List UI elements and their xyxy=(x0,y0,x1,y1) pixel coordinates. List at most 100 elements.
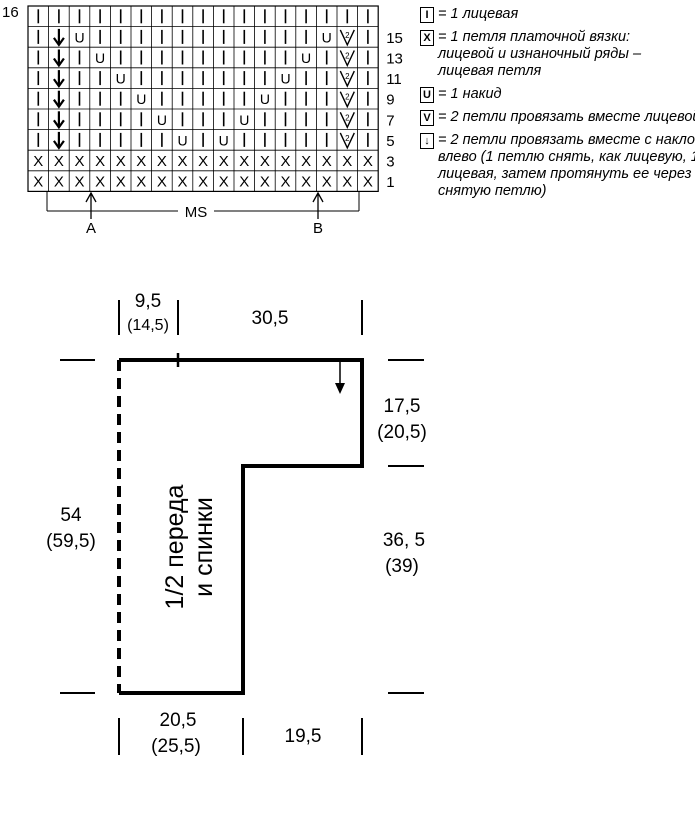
yarn-over-symbol: U xyxy=(95,50,105,66)
yarn-over-symbol: U xyxy=(136,91,146,107)
dim-body-height: 36, 5 xyxy=(383,530,425,551)
dim-body-height-alt: (39) xyxy=(385,556,419,577)
marker-a-label: A xyxy=(86,220,96,237)
yarn-over-symbol: U xyxy=(74,29,84,45)
dim-total-height-alt: (59,5) xyxy=(46,531,96,552)
garter-stitch-symbol: X xyxy=(280,153,290,170)
garter-stitch-symbol: X xyxy=(342,174,352,191)
garter-stitch-symbol: X xyxy=(280,174,290,191)
row-number-label: 3 xyxy=(386,154,394,171)
ssk-arrow-symbol xyxy=(53,90,65,109)
knit-direction-arrow-head xyxy=(335,383,345,394)
garter-stitch-symbol: X xyxy=(33,174,43,191)
k2tog-symbol: 2 xyxy=(339,132,355,150)
row-number-label: 11 xyxy=(386,71,402,88)
yarn-over-symbol: U xyxy=(260,91,270,107)
garter-stitch-symbol: X xyxy=(363,153,373,170)
legend-item: V= 2 петли провязать вместе лицевой xyxy=(420,109,695,126)
row-number-label: 1 xyxy=(386,174,394,191)
yarn-over-symbol: U xyxy=(177,132,187,148)
legend-text: = 1 накид xyxy=(438,86,502,102)
garter-stitch-symbol: X xyxy=(198,153,208,170)
garter-stitch-symbol: X xyxy=(260,174,270,191)
ssk-arrow-symbol xyxy=(53,111,65,130)
k2tog-symbol: 2 xyxy=(339,70,355,88)
garter-stitch-symbol: X xyxy=(54,153,64,170)
garter-stitch-symbol: X xyxy=(74,174,84,191)
dim-top-left: 9,5 xyxy=(135,291,161,312)
arrow-a-head xyxy=(85,191,97,203)
legend-text: = 1 петля платочной вязки:лицевой и изна… xyxy=(438,29,642,79)
k2tog-symbol: 2 xyxy=(339,29,355,47)
garter-stitch-symbol: X xyxy=(342,153,352,170)
garter-stitch-symbol: X xyxy=(136,174,146,191)
k2tog-symbol: 2 xyxy=(339,50,355,68)
garter-stitch-symbol: X xyxy=(157,174,167,191)
yarn-over-symbol: U xyxy=(301,50,311,66)
svg-text:2: 2 xyxy=(345,93,350,102)
garter-stitch-symbol: X xyxy=(116,174,126,191)
yarn-over-symbol: U xyxy=(239,112,249,128)
row-number-label: 7 xyxy=(386,112,394,129)
dim-sleeve-depth: 17,5 xyxy=(384,396,421,417)
dim-total-height: 54 xyxy=(60,505,82,526)
garter-stitch-symbol: X xyxy=(177,174,187,191)
legend-item: X= 1 петля платочной вязки:лицевой и изн… xyxy=(420,29,695,80)
legend-symbol: X xyxy=(420,30,434,46)
garter-stitch-symbol: X xyxy=(198,174,208,191)
row-number-label: 9 xyxy=(386,92,394,109)
legend-symbol: V xyxy=(420,110,434,126)
garter-stitch-symbol: X xyxy=(95,153,105,170)
arrow-b-head xyxy=(312,191,324,203)
svg-text:2: 2 xyxy=(345,52,350,61)
garter-stitch-symbol: X xyxy=(136,153,146,170)
garter-stitch-symbol: X xyxy=(301,174,311,191)
dim-top-left-alt: (14,5) xyxy=(127,317,169,334)
garter-stitch-symbol: X xyxy=(177,153,187,170)
ssk-arrow-symbol xyxy=(53,70,65,88)
yarn-over-symbol: U xyxy=(116,71,126,87)
legend-item: ↓= 2 петли провязать вместе с наклоном в… xyxy=(420,132,695,200)
garter-stitch-symbol: X xyxy=(74,153,84,170)
garter-stitch-symbol: X xyxy=(239,153,249,170)
row-number-label: 5 xyxy=(386,133,394,150)
garter-stitch-symbol: X xyxy=(322,174,332,191)
garter-stitch-symbol: X xyxy=(219,153,229,170)
chart-frame xyxy=(27,5,379,192)
garter-stitch-symbol: X xyxy=(301,153,311,170)
dim-bottom-right: 19,5 xyxy=(285,726,322,747)
ssk-arrow-symbol xyxy=(53,28,65,47)
ssk-arrow-symbol xyxy=(53,131,65,150)
dim-top-right: 30,5 xyxy=(252,308,289,329)
legend-symbol: I xyxy=(420,7,434,23)
garter-stitch-symbol: X xyxy=(260,153,270,170)
k2tog-symbol: 2 xyxy=(339,112,355,129)
garter-stitch-symbol: X xyxy=(363,174,373,191)
svg-text:2: 2 xyxy=(345,31,350,40)
svg-text:2: 2 xyxy=(345,134,350,143)
marker-b-label: B xyxy=(313,220,323,237)
garter-stitch-symbol: X xyxy=(239,174,249,191)
row-number-label: 13 xyxy=(386,51,403,68)
garter-stitch-symbol: X xyxy=(95,174,105,191)
yarn-over-symbol: U xyxy=(280,71,290,87)
pattern-outline xyxy=(119,358,364,695)
k2tog-symbol: 2 xyxy=(339,91,355,109)
pattern-title-line2: и спинки xyxy=(190,497,218,597)
dim-bottom: 20,5 xyxy=(160,710,197,731)
row-label-16: 16 xyxy=(2,4,19,21)
svg-text:2: 2 xyxy=(345,113,350,122)
garter-stitch-symbol: X xyxy=(116,153,126,170)
garter-stitch-symbol: X xyxy=(157,153,167,170)
legend-symbol: ↓ xyxy=(420,133,434,149)
yarn-over-symbol: U xyxy=(322,29,332,45)
garter-stitch-symbol: X xyxy=(322,153,332,170)
legend-item: U= 1 накид xyxy=(420,86,695,103)
row-number-label: 15 xyxy=(386,30,403,47)
dim-bottom-alt: (25,5) xyxy=(151,736,201,757)
pattern-title-line1: 1/2 переда xyxy=(161,484,189,609)
legend-text: = 2 петли провязать вместе лицевой xyxy=(438,109,695,125)
yarn-over-symbol: U xyxy=(157,112,167,128)
